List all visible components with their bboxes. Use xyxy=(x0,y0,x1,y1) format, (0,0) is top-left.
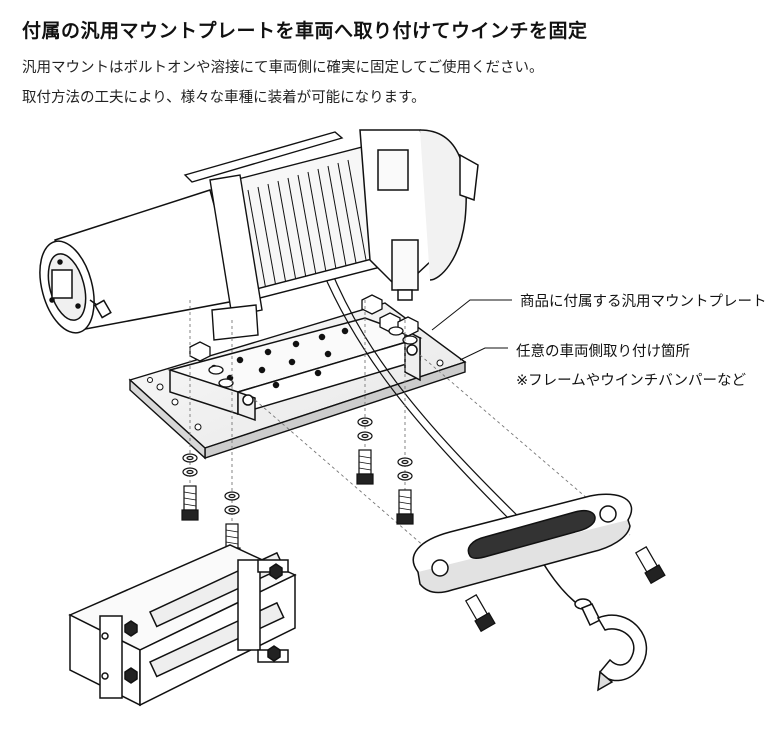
roller-fairlead-icon xyxy=(68,544,297,707)
winch-motor-icon xyxy=(39,189,241,334)
description-line-2: 取付方法の工夫により、様々な車種に装着が可能になります。 xyxy=(22,90,426,106)
page-title: 付属の汎用マウントプレートを車両へ取り付けてウインチを固定 xyxy=(22,20,588,42)
callout-vehicle-location: 任意の車両側取り付け箇所 xyxy=(516,344,690,360)
hook-icon xyxy=(574,598,647,692)
mount-plate-icon xyxy=(167,317,423,422)
callout-mount-plate: 商品に付属する汎用マウントプレート xyxy=(520,294,767,310)
description-line-1: 汎用マウントはボルトオンや溶接にて車両側に確実に固定してご使用ください。 xyxy=(22,60,544,76)
gearbox-icon xyxy=(359,129,479,301)
hawse-fairlead-icon xyxy=(412,493,633,594)
nut-icon xyxy=(189,294,419,388)
cable-drum-icon xyxy=(183,131,402,341)
callout-leaders xyxy=(431,299,512,361)
callout-vehicle-location-note: ※フレームやウインチバンパーなど xyxy=(516,373,746,389)
washer-icon xyxy=(182,417,413,515)
bolt-icon xyxy=(181,449,666,633)
